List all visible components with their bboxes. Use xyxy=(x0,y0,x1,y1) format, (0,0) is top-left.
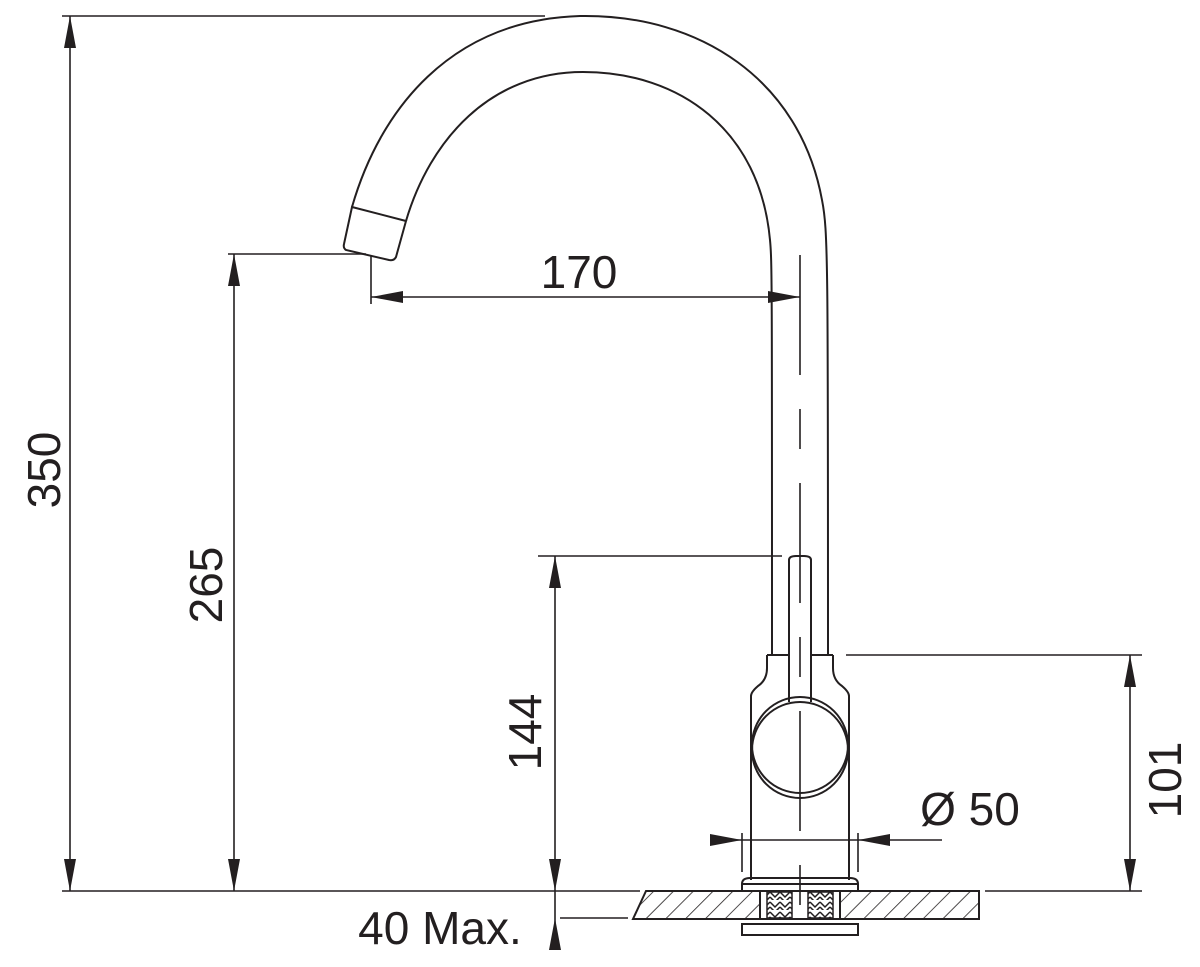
label-spout-reach: 170 xyxy=(541,246,618,298)
supply-hose-right xyxy=(807,891,834,919)
label-total-height: 350 xyxy=(18,432,70,509)
countertop-right xyxy=(839,890,980,920)
label-outlet-height: 265 xyxy=(180,547,232,624)
dimension-labels: 350 265 170 144 101 Ø 50 40 Max. xyxy=(18,246,1191,954)
label-body-height: 101 xyxy=(1139,742,1191,819)
dimension-lines xyxy=(62,15,1142,950)
label-max-thickness: 40 Max. xyxy=(358,902,522,954)
aerator xyxy=(342,205,408,262)
countertop-left xyxy=(631,890,761,920)
countertop-section xyxy=(631,877,980,936)
label-base-diameter: Ø 50 xyxy=(920,783,1020,835)
supply-hose-left xyxy=(766,891,793,919)
label-lever-height: 144 xyxy=(499,694,551,771)
spout xyxy=(342,14,829,656)
mounting-nut xyxy=(741,923,859,936)
faucet xyxy=(342,14,850,912)
